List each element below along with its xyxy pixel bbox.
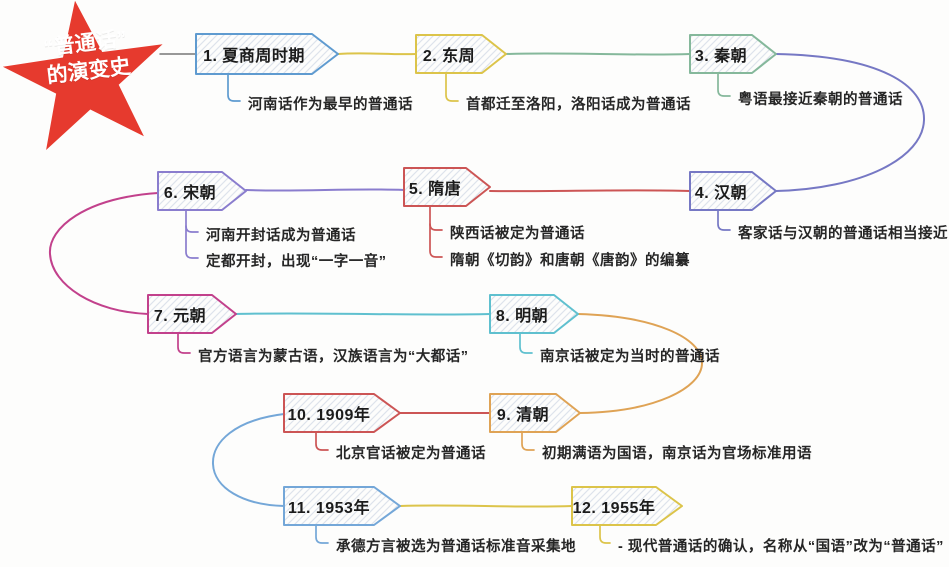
annotation-node-3: 粤语最接近秦朝的普通话: [738, 92, 903, 108]
annotation-branch-lines: [177, 72, 731, 544]
annotation-node-11: 承德方言被选为普通话标准音采集地: [336, 539, 576, 555]
timeline-node-2: 2. 东周: [422, 48, 476, 65]
annotation-node-7: 官方语言为蒙古语，汉族语言为“大都话”: [198, 349, 469, 365]
timeline-node-5: 5. 隋唐: [408, 181, 462, 198]
timeline-node-3: 3. 秦朝: [694, 48, 748, 65]
annotation-node-5-b: 隋朝《切韵》和唐朝《唐韵》的编纂: [450, 253, 690, 269]
timeline-node-6: 6. 宋朝: [163, 185, 217, 202]
annotation-node-8: 南京话被定为当时的普通话: [540, 349, 720, 365]
branch-node5-b: [429, 223, 443, 258]
connector-node3-node4: [775, 53, 926, 192]
connector-node2-node3: [505, 52, 691, 56]
annotation-node-4: 客家话与汉朝的普通话相当接近: [738, 226, 948, 242]
connector-node11-node12: [399, 504, 573, 508]
branch-node6-b: [185, 225, 199, 259]
timeline-node-4: 4. 汉朝: [694, 185, 748, 202]
connector-node1-node2: [337, 52, 417, 56]
timeline-node-8: 8. 明朝: [495, 308, 549, 325]
branch-node4: [717, 209, 731, 231]
page-title: “普通话” 的演变史: [11, 21, 163, 94]
annotation-node-5-a: 陕西话被定为普通话: [450, 226, 585, 242]
annotation-node-2: 首都迁至洛阳，洛阳话成为普通话: [466, 97, 691, 113]
branch-node10: [315, 431, 329, 451]
timeline-node-1: 1. 夏商周时期: [203, 48, 305, 65]
branch-node2: [445, 72, 459, 102]
annotation-node-6-b: 定都开封，出现“一字一音”: [206, 254, 387, 270]
branch-node12: [599, 524, 611, 544]
timeline-node-12: 12. 1955年: [572, 500, 656, 517]
annotation-node-1: 河南话作为最早的普通话: [248, 97, 413, 113]
branch-node6-a: [185, 209, 199, 233]
branch-node5-a: [429, 205, 443, 231]
branch-node9: [521, 431, 535, 451]
timeline-node-11: 11. 1953年: [288, 500, 370, 517]
connector-lines: [48, 52, 926, 508]
annotation-node-10: 北京官话被定为普通话: [336, 446, 486, 462]
connector-node7-node8: [235, 312, 491, 316]
annotation-node-9: 初期满语为国语，南京话为官场标准用语: [542, 446, 812, 462]
branch-node7: [177, 332, 191, 354]
timeline-node-9: 9. 清朝: [496, 407, 550, 424]
connector-node6-node7: [48, 192, 159, 315]
annotation-node-6-a: 河南开封话成为普通话: [206, 228, 356, 244]
branch-node8: [519, 332, 533, 354]
branch-node1: [227, 73, 241, 102]
branch-node11: [315, 524, 329, 544]
branch-node3: [717, 72, 731, 97]
timeline-node-7: 7. 元朝: [153, 308, 207, 325]
connector-node5-node6: [245, 188, 405, 192]
connector-node4-node5: [489, 189, 691, 193]
timeline-node-10: 10. 1909年: [287, 407, 371, 424]
annotation-node-12: - 现代普通话的确认，名称从“国语”改为“普通话”: [618, 539, 944, 555]
connector-node10-node11: [211, 413, 285, 507]
